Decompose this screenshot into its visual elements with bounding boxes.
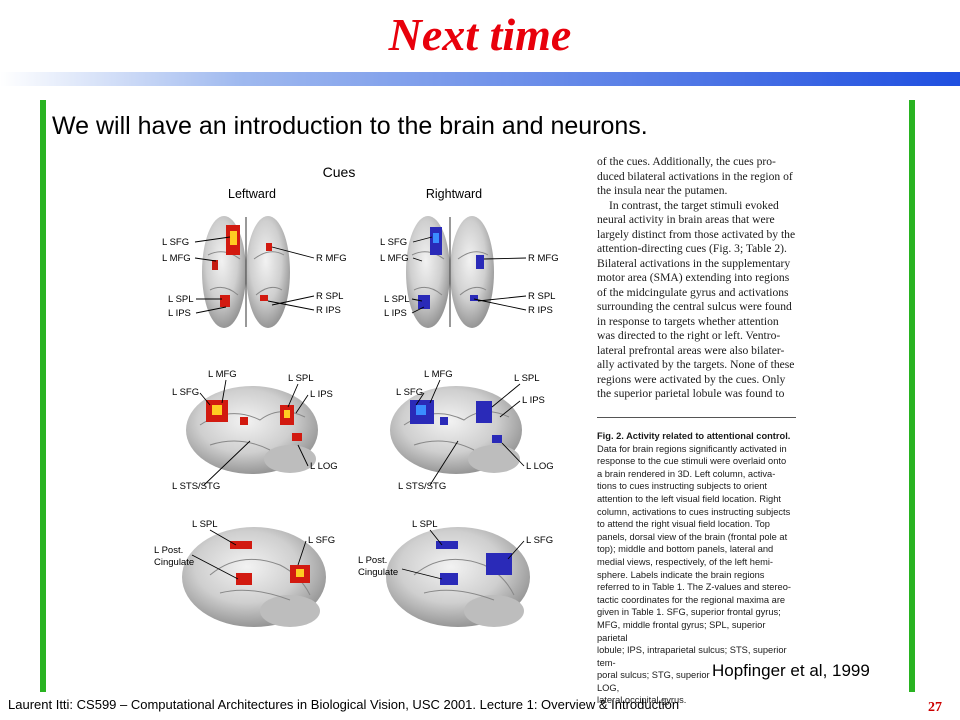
svg-text:Cingulate: Cingulate — [358, 567, 398, 578]
brain-dorsal-left — [202, 216, 290, 328]
svg-text:Cingulate: Cingulate — [154, 557, 194, 568]
svg-text:L Post.: L Post. — [154, 545, 183, 556]
svg-text:L SPL: L SPL — [514, 373, 540, 384]
row1-right-labels: L SFG L MFG L SPL L IPS R MFG R SPL R IP… — [380, 236, 559, 319]
brain-lateral-right — [390, 386, 522, 474]
svg-text:L MFG: L MFG — [424, 369, 453, 380]
paper-rule — [597, 417, 796, 418]
rightward-header: Rightward — [426, 187, 482, 201]
row1-left-labels: L SFG L MFG L SPL L IPS R MFG R SPL R IP… — [162, 236, 347, 319]
svg-text:L SPL: L SPL — [288, 373, 314, 384]
brain-lateral-left — [186, 386, 318, 474]
slide-footer: Laurent Itti: CS599 – Computational Arch… — [8, 697, 680, 712]
svg-text:L SFG: L SFG — [380, 237, 407, 248]
svg-text:L IPS: L IPS — [384, 308, 407, 319]
brain-dorsal-right — [406, 216, 494, 328]
left-green-line — [40, 100, 46, 692]
svg-text:R IPS: R IPS — [528, 305, 553, 316]
svg-text:R MFG: R MFG — [316, 253, 347, 264]
page-number: 27 — [928, 700, 942, 715]
row3-left-labels: L SPL L SFG L Post. Cingulate — [154, 519, 335, 580]
svg-text:L STS/STG: L STS/STG — [398, 481, 446, 492]
svg-text:L MFG: L MFG — [208, 369, 237, 380]
svg-text:L SFG: L SFG — [162, 237, 189, 248]
citation-credit: Hopfinger et al, 1999 — [710, 661, 872, 681]
svg-text:L SFG: L SFG — [172, 387, 199, 398]
paper-figure-caption: Fig. 2. Activity related to attentional … — [597, 431, 791, 706]
leftward-header: Leftward — [228, 187, 276, 201]
right-green-line — [909, 100, 915, 692]
row2-left-labels: L MFG L SPL L SFG L IPS L LOG L STS/STG — [172, 369, 338, 492]
svg-text:L SFG: L SFG — [308, 535, 335, 546]
cues-header: Cues — [323, 164, 356, 180]
svg-text:L STS/STG: L STS/STG — [172, 481, 220, 492]
svg-text:L MFG: L MFG — [162, 253, 191, 264]
svg-text:L SPL: L SPL — [168, 294, 194, 305]
svg-text:L IPS: L IPS — [522, 395, 545, 406]
svg-text:L SPL: L SPL — [192, 519, 218, 530]
brain-medial-right — [386, 527, 530, 627]
svg-text:L IPS: L IPS — [168, 308, 191, 319]
svg-text:L SFG: L SFG — [396, 387, 423, 398]
row3-right-labels: L SPL L SFG L Post. Cingulate — [358, 519, 553, 580]
svg-text:R IPS: R IPS — [316, 305, 341, 316]
title-gradient-bar — [0, 72, 960, 86]
svg-text:R MFG: R MFG — [528, 253, 559, 264]
svg-text:L SFG: L SFG — [526, 535, 553, 546]
svg-text:L Post.: L Post. — [358, 555, 387, 566]
svg-text:L LOG: L LOG — [310, 461, 338, 472]
brain-figure: Cues Leftward Rightward L SFG L MFG L SP — [154, 164, 559, 627]
svg-text:R SPL: R SPL — [316, 291, 343, 302]
row2-right-labels: L MFG L SPL L SFG L IPS L LOG L STS/STG — [396, 369, 554, 492]
paper-figure: Cues Leftward Rightward L SFG L MFG L SP — [140, 155, 796, 705]
svg-text:L LOG: L LOG — [526, 461, 554, 472]
slide-title: Next time — [388, 9, 572, 60]
svg-text:R SPL: R SPL — [528, 291, 555, 302]
brain-medial-left — [182, 527, 326, 627]
svg-text:L SPL: L SPL — [384, 294, 410, 305]
paper-body-text: of the cues. Additionally, the cues pro-… — [597, 155, 796, 400]
svg-text:L IPS: L IPS — [310, 389, 333, 400]
svg-text:L MFG: L MFG — [380, 253, 409, 264]
svg-text:L SPL: L SPL — [412, 519, 438, 530]
slide-subtitle: We will have an introduction to the brai… — [52, 112, 648, 140]
